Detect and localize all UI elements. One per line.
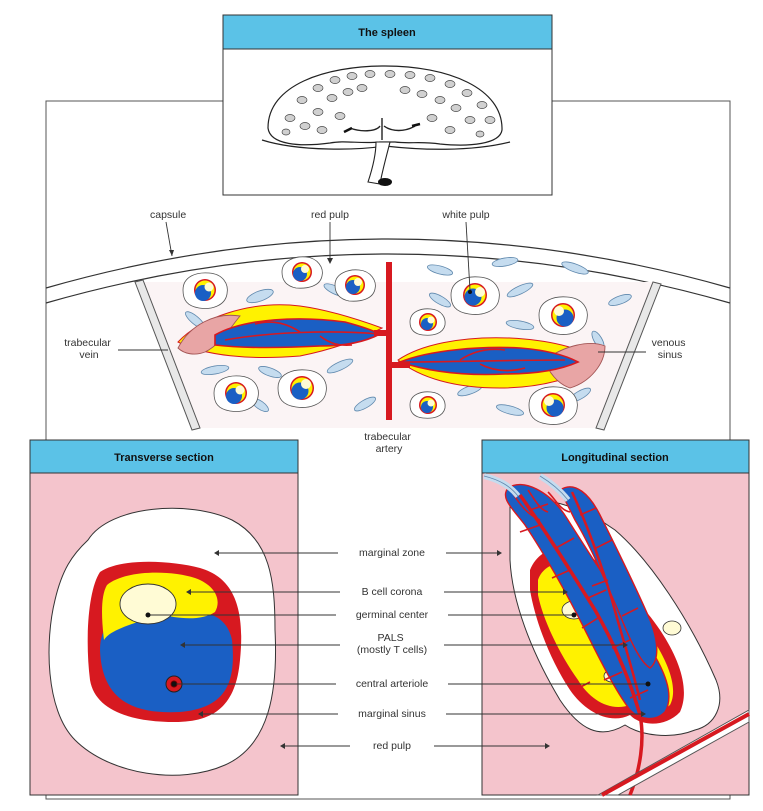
label-venous-sinus-line1: venous <box>652 337 686 349</box>
longitudinal-germinal-center <box>663 621 681 635</box>
label-white-pulp: white pulp <box>441 209 489 221</box>
label-b-cell-corona: B cell corona <box>362 586 423 598</box>
spleen-panel: The spleen <box>223 15 552 195</box>
label-pals-line1: PALS <box>378 632 404 644</box>
label-red-pulp-bottom: red pulp <box>373 740 411 752</box>
label-trabecular-vein-line1: trabecular <box>64 337 111 349</box>
label-trabecular-artery-line2: artery <box>376 443 404 455</box>
follicle <box>183 273 227 309</box>
follicle <box>539 297 587 335</box>
transverse-panel-title: Transverse section <box>114 452 214 464</box>
transverse-panel: Transverse section <box>30 440 298 795</box>
label-marginal-zone: marginal zone <box>359 547 425 559</box>
label-marginal-sinus: marginal sinus <box>358 708 426 720</box>
follicle <box>410 392 445 418</box>
follicle <box>451 277 499 315</box>
label-germinal-center: germinal center <box>356 609 429 621</box>
spleen-panel-title: The spleen <box>358 27 416 39</box>
follicle <box>529 387 577 425</box>
follicle <box>335 270 375 301</box>
follicle <box>410 309 445 335</box>
label-pals-line2: (mostly T cells) <box>357 644 427 656</box>
follicle <box>278 370 326 408</box>
transverse-germinal-center <box>120 584 176 624</box>
label-capsule: capsule <box>150 209 186 221</box>
label-venous-sinus-line2: sinus <box>658 349 683 361</box>
longitudinal-panel-title: Longitudinal section <box>561 452 669 464</box>
label-trabecular-artery-line1: trabecular <box>364 431 411 443</box>
follicle <box>282 257 322 288</box>
label-red-pulp: red pulp <box>311 209 349 221</box>
label-trabecular-vein-line2: vein <box>79 349 98 361</box>
longitudinal-panel: Longitudinal section <box>482 440 749 795</box>
follicle <box>214 376 258 412</box>
label-central-arteriole: central arteriole <box>356 678 429 690</box>
